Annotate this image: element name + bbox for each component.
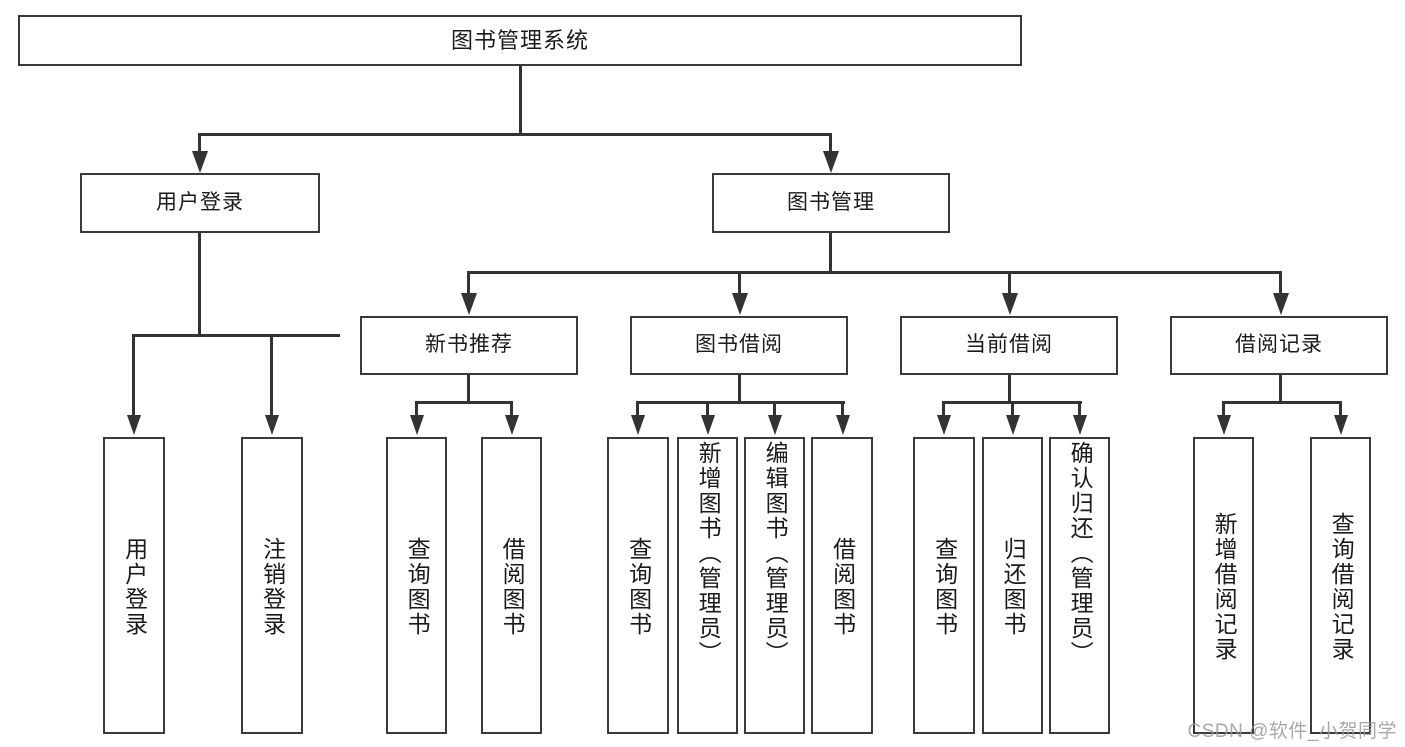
leaf-label: 借阅图书 [499,536,526,637]
connector-book-manage-to-current-borrow [1008,271,1011,295]
connector-book-borrow-bus [636,401,845,404]
arrow-new-book-to-leaf-2 [505,415,519,435]
connector-root-stem [519,66,522,135]
arrow-user-login-to-leaf-2 [265,415,279,435]
arrow-book-manage-to-book-borrow [732,293,748,315]
connector-borrow-record-to-leaf-2 [1339,401,1342,418]
leaf-label: 用户登录 [121,536,148,637]
connector-book-manage-to-book-borrow [738,271,741,295]
connector-root-to-book-manage [829,133,832,154]
connector-borrow-record-bus [1222,401,1340,404]
connector-book-manage-bus [467,271,1282,274]
leaf-label: 查询图书 [625,536,652,637]
leaf-node[interactable]: 查询借阅记录 [1310,437,1371,734]
arrow-current-borrow-to-leaf-2 [1006,415,1020,435]
node-current-borrow[interactable]: 当前借阅 [900,316,1118,375]
leaf-label: 注销登录 [259,536,286,637]
arrow-book-borrow-to-leaf-3 [768,415,782,435]
arrow-book-borrow-to-leaf-1 [631,415,645,435]
leaf-node[interactable]: 查询图书 [386,437,447,734]
leaf-node[interactable]: 新增借阅记录 [1193,437,1254,734]
leaf-node[interactable]: 注销登录 [241,437,303,734]
connector-current-borrow-to-leaf-3 [1078,401,1081,418]
connector-book-borrow-to-leaf-1 [636,401,639,418]
arrow-current-borrow-to-leaf-1 [937,415,951,435]
leaf-node[interactable]: 查询图书 [913,437,975,734]
leaf-node[interactable]: 借阅图书 [811,437,873,734]
leaf-label: 查询图书 [404,536,431,637]
arrow-borrow-record-to-leaf-1 [1217,415,1231,435]
csdn-watermark: CSDN @软件_小贺同学 [1187,721,1397,742]
node-label: 当前借阅 [965,333,1053,357]
connector-book-manage-to-borrow-record [1279,271,1282,295]
arrow-root-to-book-manage [823,151,839,173]
leaf-node[interactable]: 用户登录 [103,437,165,734]
arrow-book-borrow-to-leaf-4 [836,415,850,435]
node-user-login[interactable]: 用户登录 [80,173,320,233]
leaf-label: 查询借阅记录 [1328,511,1355,662]
connector-new-book-stem [467,375,470,403]
connector-user-login-stem [198,233,201,336]
node-label: 新书推荐 [425,333,513,357]
connector-user-login-to-leaf-1 [132,334,135,418]
connector-book-borrow-to-leaf-2 [706,401,709,418]
leaf-node[interactable]: 新增图书（管理员） [677,437,738,734]
connector-current-borrow-to-leaf-1 [942,401,945,418]
connector-root-to-user-login [198,133,201,154]
node-book-borrow[interactable]: 图书借阅 [630,316,848,375]
connector-current-borrow-to-leaf-2 [1011,401,1014,418]
node-root-system[interactable]: 图书管理系统 [18,15,1022,66]
node-label: 图书管理 [787,190,875,214]
node-new-book-recommend[interactable]: 新书推荐 [360,316,578,375]
connector-borrow-record-stem [1279,375,1282,403]
node-label: 图书借阅 [695,333,783,357]
node-book-management[interactable]: 图书管理 [712,173,950,233]
node-borrow-record[interactable]: 借阅记录 [1170,316,1388,375]
arrow-user-login-to-leaf-1 [127,415,141,435]
arrow-book-manage-to-current-borrow [1002,293,1018,315]
leaf-label: 新增借阅记录 [1211,511,1238,662]
connector-book-borrow-to-leaf-3 [773,401,776,418]
arrow-current-borrow-to-leaf-3 [1073,415,1087,435]
node-label: 借阅记录 [1235,333,1323,357]
leaf-label: 查询图书 [931,536,958,637]
leaf-node[interactable]: 归还图书 [982,437,1043,734]
node-label: 图书管理系统 [450,27,589,53]
connector-book-manage-to-new-book [467,271,470,295]
connector-user-login-to-leaf-2 [270,334,273,418]
connector-user-login-bus [132,334,340,337]
connector-current-borrow-stem [1008,375,1011,403]
connector-root-bus [198,133,832,136]
leaf-node[interactable]: 借阅图书 [481,437,542,734]
connector-book-borrow-stem [738,375,741,403]
leaf-label: 确认归还（管理员） [1067,441,1094,666]
leaf-label: 借阅图书 [829,536,856,637]
leaf-node[interactable]: 编辑图书（管理员） [744,437,805,734]
leaf-node[interactable]: 确认归还（管理员） [1049,437,1110,734]
arrow-book-borrow-to-leaf-2 [701,415,715,435]
node-label: 用户登录 [156,190,244,214]
leaf-label: 归还图书 [1000,536,1027,637]
connector-new-book-bus [415,401,513,404]
connector-book-borrow-to-leaf-4 [841,401,844,418]
leaf-node[interactable]: 查询图书 [607,437,669,734]
arrow-new-book-to-leaf-1 [410,415,424,435]
arrow-book-manage-to-new-book [461,293,477,315]
arrow-borrow-record-to-leaf-2 [1334,415,1348,435]
connector-borrow-record-to-leaf-1 [1222,401,1225,418]
leaf-label: 编辑图书（管理员） [762,441,789,666]
arrow-root-to-user-login [192,151,208,173]
leaf-label: 新增图书（管理员） [695,441,722,666]
connector-new-book-to-leaf-1 [415,401,418,418]
connector-new-book-to-leaf-2 [510,401,513,418]
arrow-book-manage-to-borrow-record [1273,293,1289,315]
connector-book-manage-stem [829,233,832,273]
